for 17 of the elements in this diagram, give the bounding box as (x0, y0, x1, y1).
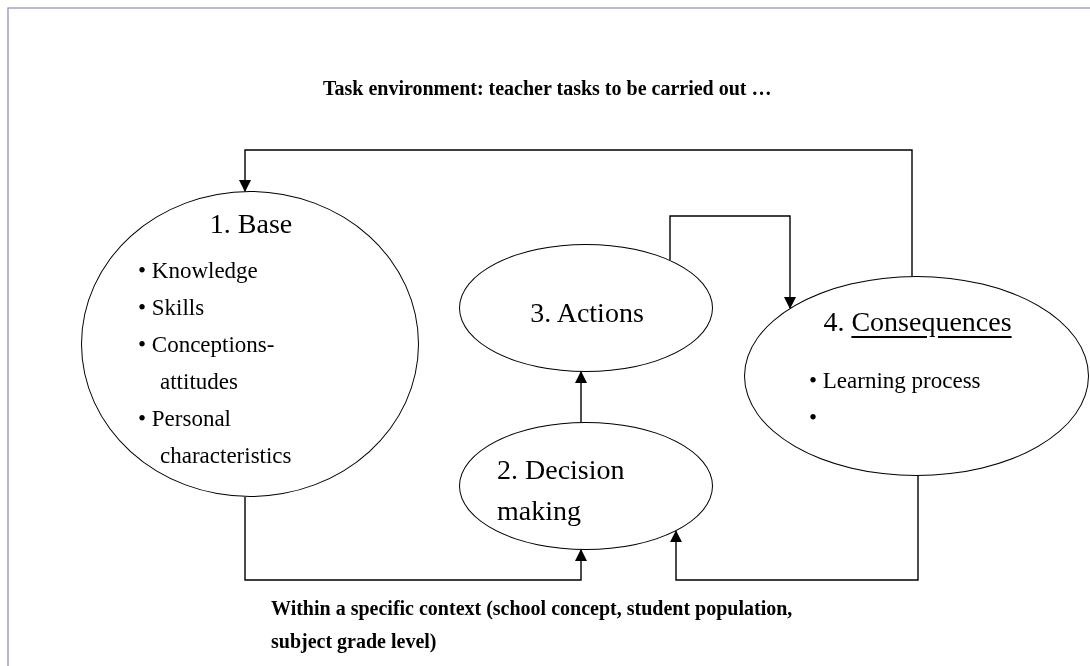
arrow (244, 496, 587, 581)
arrow (575, 370, 587, 423)
bullet-item: • (809, 404, 819, 432)
arrow (670, 475, 919, 581)
arrow (669, 215, 796, 309)
node-heading: 2. Decision making (497, 453, 626, 528)
caption: Within a specific context (school concept, student population, subject grade level) (271, 596, 794, 655)
node-heading: 1. Base (208, 207, 294, 241)
heading: Task environment: teacher tasks to be carried out … (323, 77, 772, 100)
bullet-item: • Personal characteristics (138, 405, 293, 470)
bullet-item: • Skills (138, 294, 206, 322)
bullet-item: • Learning process (809, 367, 982, 395)
bullet-item: • Knowledge (138, 257, 259, 285)
node-heading: 3. Actions (529, 296, 645, 330)
bullet-item: • Conceptions- attitudes (138, 331, 276, 396)
node-heading: 4. Consequences (822, 305, 1013, 339)
arrow (239, 149, 913, 277)
